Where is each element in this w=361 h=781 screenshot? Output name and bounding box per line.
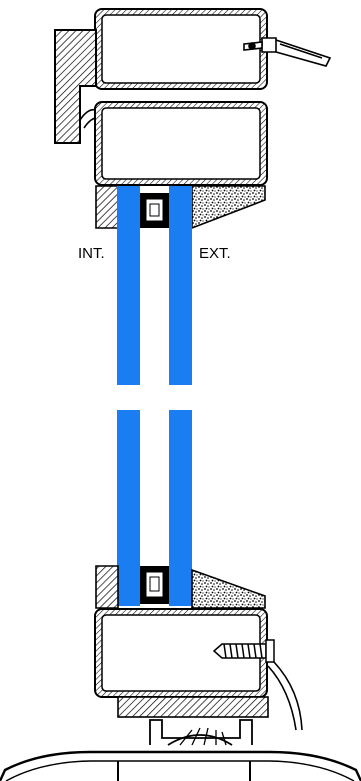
spacer-top: [140, 193, 169, 228]
sash-profile-bottom: [94, 608, 268, 698]
interior-label: INT.: [78, 245, 105, 262]
bottom-glazing-seal: [95, 565, 266, 609]
sash-profile-top: [94, 101, 268, 186]
sill-base: [0, 750, 361, 781]
sill-channel: [149, 719, 253, 746]
top-frame-profile: [94, 8, 268, 90]
screw: [212, 639, 275, 663]
weatherstrip-clip: [243, 37, 332, 67]
exterior-label: EXT.: [199, 245, 231, 262]
spacer-bottom: [140, 566, 169, 604]
wall-block-top: [54, 29, 97, 144]
drainage-cable: [267, 661, 303, 731]
sill-bedding: [117, 696, 269, 718]
